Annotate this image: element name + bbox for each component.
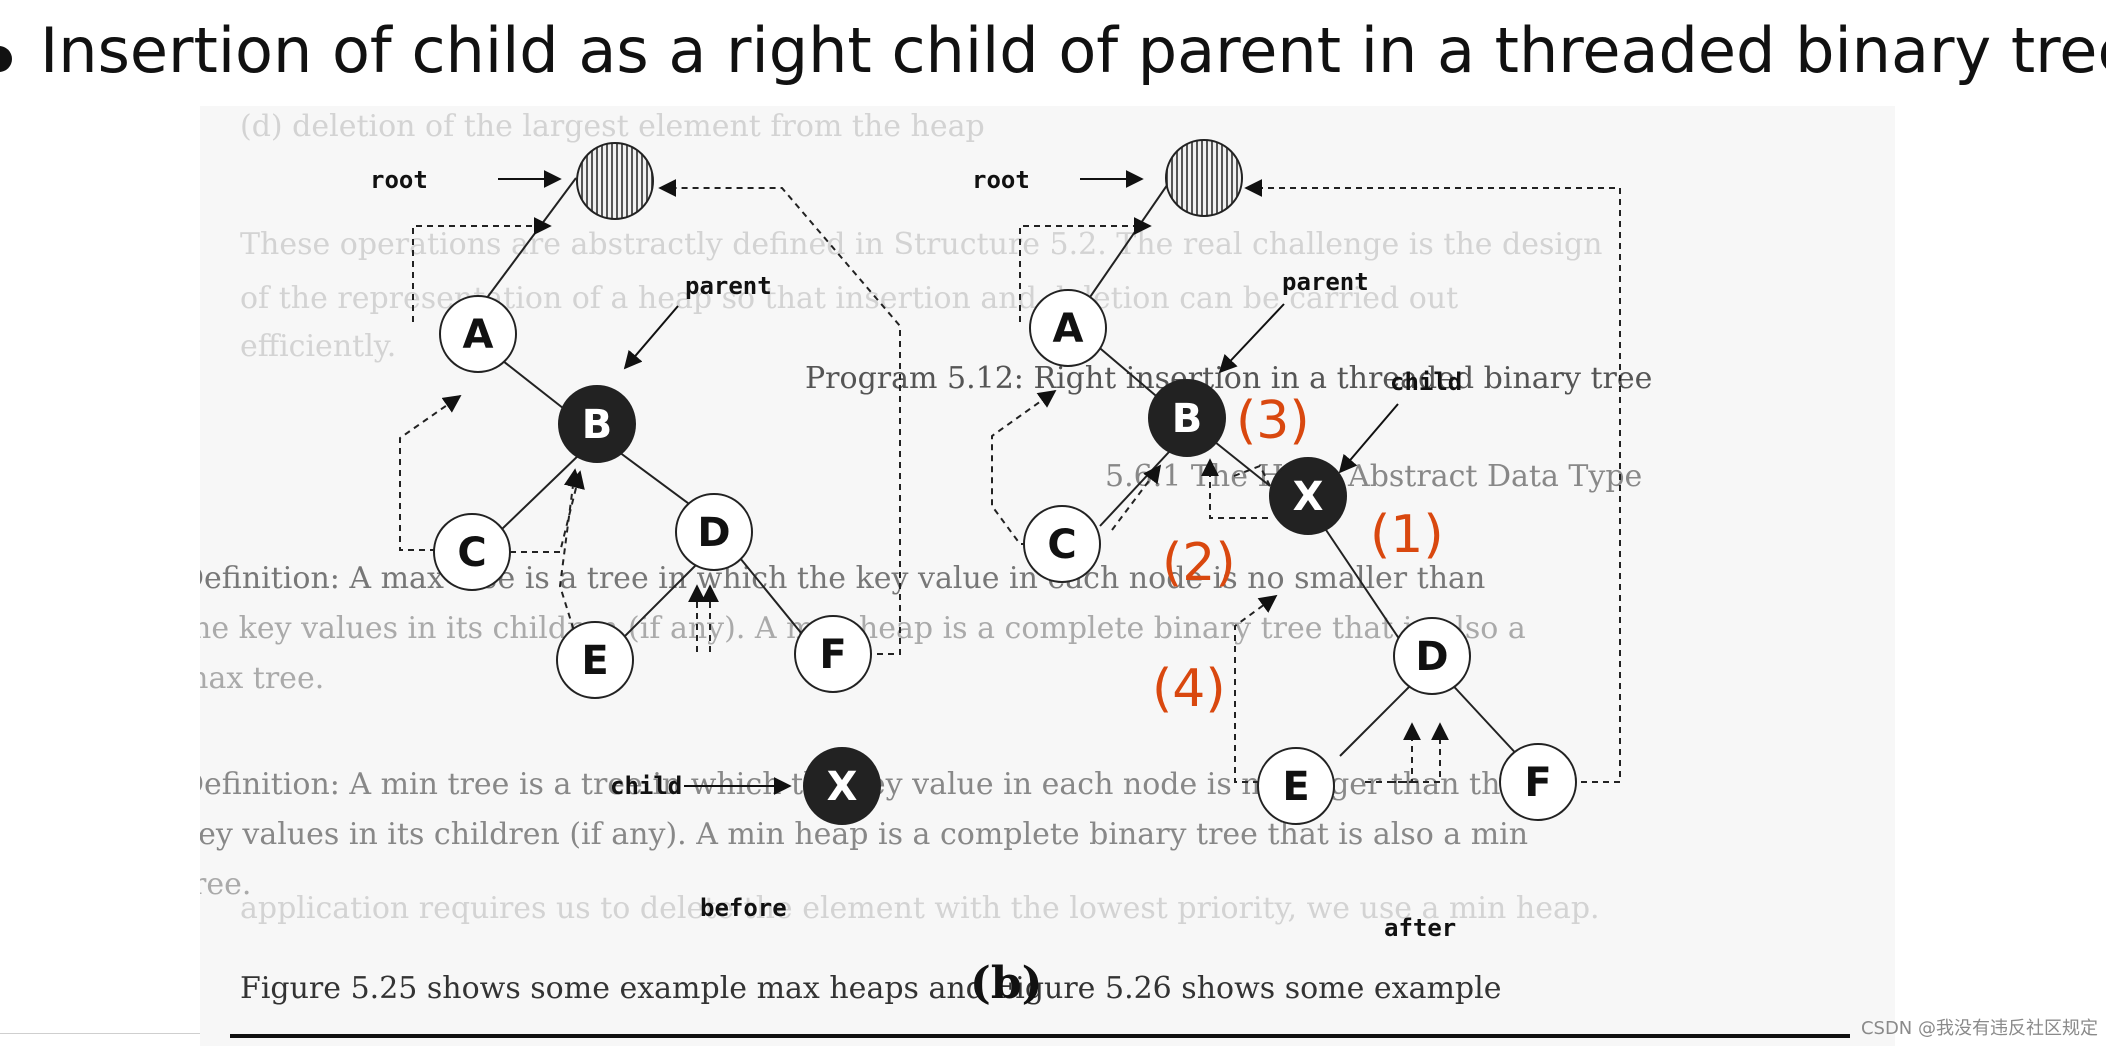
- child-label: child: [610, 772, 682, 800]
- slide-title: Insertion of child as a right child of p…: [40, 14, 2106, 87]
- node-b: B: [558, 385, 636, 463]
- head-node: [1165, 139, 1243, 217]
- node-e: E: [556, 621, 634, 699]
- svg-text:X: X: [827, 764, 858, 810]
- node-e: E: [1257, 747, 1335, 825]
- child-label: child: [1390, 368, 1462, 396]
- bg-line: of the representation of a heap so that …: [240, 281, 1458, 316]
- before-tree: A B C D E F X root parent child bef: [370, 142, 901, 922]
- bleed-through-text: (d) deletion of the largest element from…: [180, 109, 1652, 1006]
- node-f: F: [1499, 743, 1577, 821]
- bullet-marker: [0, 46, 12, 72]
- node-b: B: [1148, 379, 1226, 457]
- node-a: A: [439, 295, 517, 373]
- node-x: X: [803, 747, 881, 825]
- node-d: D: [675, 493, 753, 571]
- step-3-label: (3): [1236, 391, 1310, 451]
- root-label: root: [370, 166, 428, 194]
- svg-text:B: B: [582, 402, 613, 448]
- svg-text:A: A: [463, 312, 494, 358]
- step-1-label: (1): [1370, 505, 1444, 565]
- bg-line: Definition: A max tree is a tree in whic…: [200, 561, 1485, 596]
- svg-text:F: F: [1524, 760, 1551, 806]
- after-label: after: [1384, 914, 1456, 942]
- watermark: CSDN @我没有违反社区规定: [1860, 1018, 2098, 1039]
- svg-text:A: A: [1053, 306, 1084, 352]
- bg-line: efficiently.: [240, 329, 396, 364]
- node-d: D: [1393, 617, 1471, 695]
- svg-text:X: X: [1293, 474, 1324, 520]
- bg-line: Figure 5.25 shows some example max heaps…: [240, 971, 1501, 1006]
- node-x: X: [1269, 457, 1347, 535]
- threaded-tree-figure: (d) deletion of the largest element from…: [180, 106, 1895, 1046]
- root-label: root: [972, 166, 1030, 194]
- svg-text:E: E: [1282, 764, 1309, 810]
- svg-text:C: C: [457, 530, 486, 576]
- node-c: C: [433, 513, 511, 591]
- parent-label: parent: [685, 272, 772, 300]
- figure-caption: (b): [970, 958, 1042, 1009]
- figure-svg: (d) deletion of the largest element from…: [180, 106, 1895, 1046]
- bg-line: max tree.: [200, 661, 324, 696]
- svg-text:D: D: [1415, 634, 1448, 680]
- node-a: A: [1029, 289, 1107, 367]
- svg-text:C: C: [1047, 522, 1076, 568]
- bg-line: application requires us to delete the el…: [240, 891, 1600, 926]
- before-label: before: [700, 894, 787, 922]
- svg-text:B: B: [1172, 396, 1203, 442]
- bg-line: 5.6.1 The Heap Abstract Data Type: [1105, 459, 1642, 494]
- bg-line: key values in its children (if any). A m…: [200, 817, 1528, 852]
- step-4-label: (4): [1152, 659, 1226, 719]
- node-f: F: [794, 615, 872, 693]
- svg-text:D: D: [697, 510, 730, 556]
- svg-text:F: F: [819, 632, 846, 678]
- after-tree: A B C X D E F root parent child after: [972, 139, 1621, 942]
- bg-line: These operations are abstractly defined …: [240, 227, 1602, 262]
- step-2-label: (2): [1162, 533, 1236, 593]
- bg-line: (d) deletion of the largest element from…: [240, 109, 985, 144]
- svg-text:E: E: [581, 638, 608, 684]
- node-c: C: [1023, 505, 1101, 583]
- bg-line: Program 5.12: Right insertion in a threa…: [805, 361, 1652, 396]
- parent-label: parent: [1282, 268, 1369, 296]
- footer-divider: [0, 1033, 200, 1034]
- head-node: [576, 142, 654, 220]
